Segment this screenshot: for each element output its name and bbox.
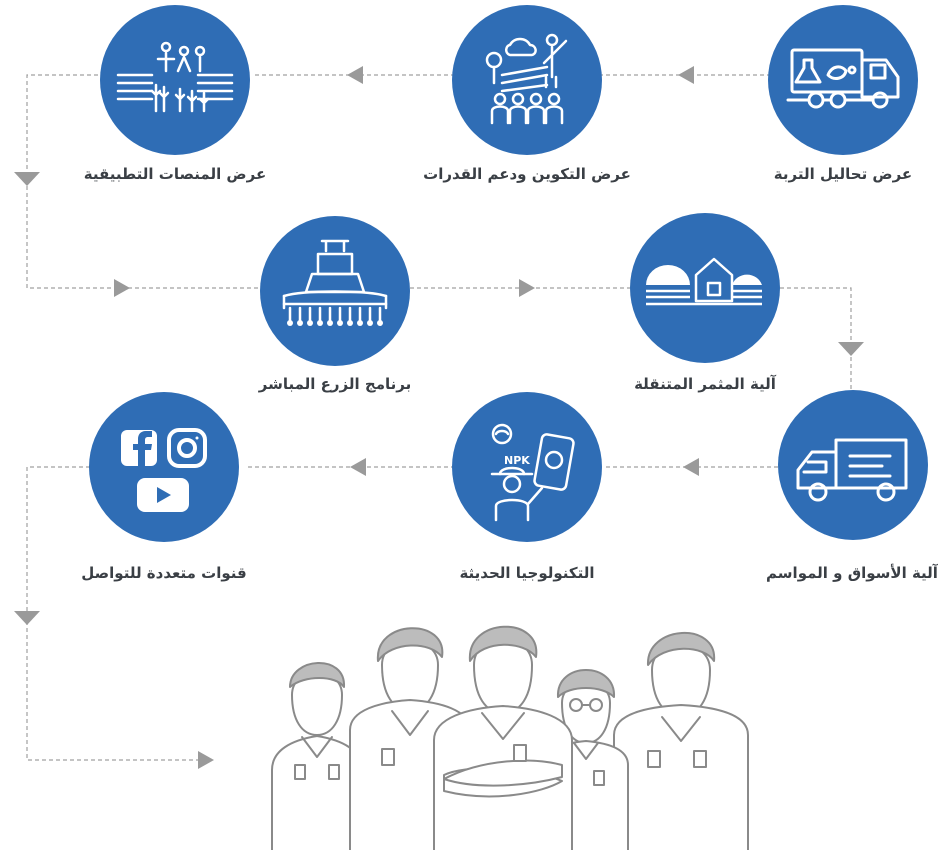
- storage-silo-icon: [646, 257, 762, 306]
- step-channels-label: قنوات متعددة للتواصل: [81, 564, 247, 582]
- arrow-right-2: [519, 279, 535, 297]
- youtube-icon: [137, 478, 189, 512]
- social-media-icon: [121, 428, 207, 512]
- demo-field-icon: [116, 41, 234, 113]
- step-seeding-circle: [260, 216, 410, 366]
- step-technology-circle: NPK: [452, 392, 602, 542]
- seeder-machine-icon: [282, 239, 388, 326]
- arrow-down-1: [14, 172, 40, 186]
- training-group-icon: [485, 33, 568, 125]
- step-channels-circle: [89, 392, 239, 542]
- step-soil-label: عرض تحاليل التربة: [773, 165, 913, 183]
- step-training-label: عرض التكوين ودعم القدرات: [423, 165, 631, 183]
- delivery-truck-icon: [796, 438, 908, 502]
- npk-badge: NPK: [504, 454, 530, 467]
- arrow-right-1: [114, 279, 130, 297]
- arrow-left-3: [683, 458, 699, 476]
- arrow-left-4: [350, 458, 366, 476]
- step-platforms-circle: [100, 5, 250, 155]
- step-mobile-circle: [630, 213, 780, 363]
- arrow-left-2: [347, 66, 363, 84]
- step-seeding-label: برنامج الزرع المباشر: [258, 375, 412, 393]
- step-markets-label: آلية الأسواق و المواسم: [766, 564, 938, 582]
- step-training-circle: [452, 5, 602, 155]
- step-technology-label: التكنولوجيا الحديثة: [459, 564, 595, 582]
- farmer-phone-icon: NPK: [490, 423, 575, 522]
- lab-truck-icon: [786, 48, 900, 109]
- arrow-right-3: [198, 751, 214, 769]
- step-platforms-label: عرض المنصات التطبيقية: [83, 165, 267, 183]
- team-people-icon: [271, 625, 749, 850]
- facebook-icon: [121, 430, 157, 466]
- instagram-icon: [167, 428, 207, 468]
- arrow-down-2: [838, 342, 864, 356]
- step-mobile-label: آلية المثمر المتنقلة: [634, 375, 776, 393]
- arrow-left-1: [678, 66, 694, 84]
- step-soil-circle: [768, 5, 918, 155]
- step-markets-circle: [778, 390, 928, 540]
- arrow-down-3: [14, 611, 40, 625]
